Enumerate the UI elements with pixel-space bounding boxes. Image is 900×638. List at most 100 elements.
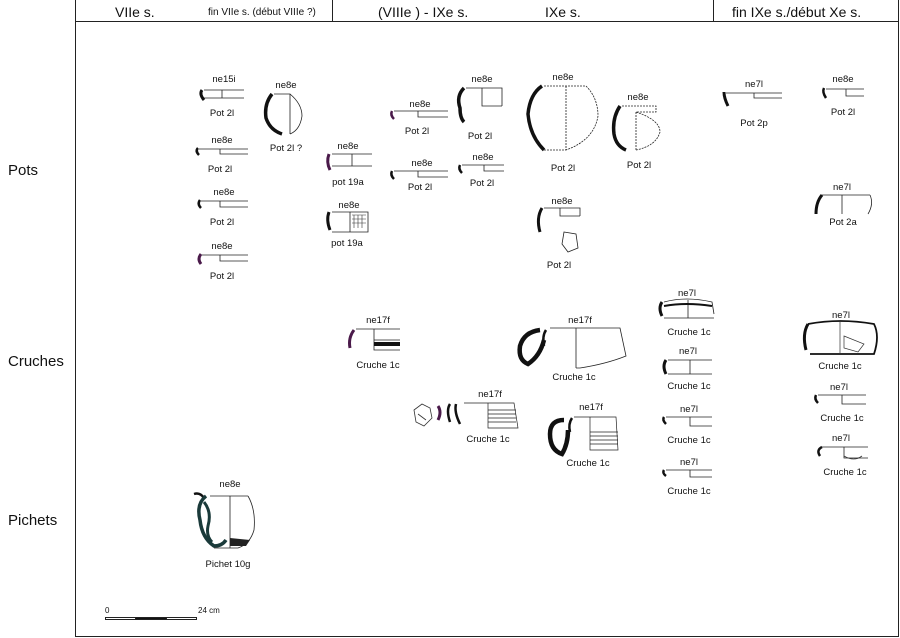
header-col-9th-10th: fin IXe s./début Xe s. xyxy=(732,4,862,20)
item-code: ne8e xyxy=(832,74,854,85)
jug-rim-profile xyxy=(817,445,868,460)
item-label: Pot 2a xyxy=(829,217,857,228)
item-label: Cruche 1c xyxy=(820,413,864,424)
item-code: ne7l xyxy=(832,433,850,444)
item-code: ne8e xyxy=(211,241,233,252)
jug-body-profile xyxy=(802,320,878,355)
item-code: ne8e xyxy=(219,479,241,490)
item-code: ne7l xyxy=(833,182,851,193)
item-label: Pot 2l xyxy=(404,126,430,137)
item-label: Pot 2l xyxy=(209,217,235,228)
header-separator xyxy=(332,0,333,22)
item-label: Cruche 1c xyxy=(818,361,862,372)
item-code: ne7l xyxy=(679,346,697,357)
header-col-7th: VIIe s. xyxy=(115,4,155,20)
header-separator xyxy=(713,0,714,22)
header-col-7th-late: fin VIIe s. (début VIIIe ?) xyxy=(208,7,316,18)
item-label: Pichet 10g xyxy=(205,559,251,570)
row-label-pichets: Pichets xyxy=(8,512,58,529)
item-label: Pot 2p xyxy=(740,118,768,129)
scale-bar xyxy=(105,617,197,621)
header-bar xyxy=(75,0,899,22)
item-label: Cruche 1c xyxy=(566,458,610,469)
item-code: ne7l xyxy=(830,382,848,393)
item-code: ne8e xyxy=(211,135,233,146)
jug-rim-profile xyxy=(348,328,400,351)
jug-rim-profile xyxy=(662,469,712,478)
item-code: ne8e xyxy=(627,92,649,103)
item-label: Cruche 1c xyxy=(667,381,711,392)
jug-rim-profile xyxy=(658,298,715,319)
pot-rim-profile xyxy=(197,253,248,265)
pot-rim-profile xyxy=(822,87,864,99)
item-label: pot 19a xyxy=(331,238,363,249)
pitcher-profile xyxy=(193,492,255,549)
jug-fragments-profile xyxy=(413,402,519,429)
item-code: ne7l xyxy=(745,79,763,90)
pot-profile xyxy=(263,92,303,136)
pot-rim-profile xyxy=(197,199,248,209)
pot-rim-profile xyxy=(722,91,782,107)
item-label: Pot 2l ? xyxy=(269,143,303,154)
item-code: ne17f xyxy=(568,315,592,326)
item-label: Cruche 1c xyxy=(667,486,711,497)
pot-rim-profile xyxy=(195,147,248,156)
item-label: Pot 2l xyxy=(546,260,572,271)
item-label: Cruche 1c xyxy=(466,434,510,445)
item-label: Pot 2l xyxy=(209,108,235,119)
item-label: Cruche 1c xyxy=(667,435,711,446)
item-code: ne7l xyxy=(680,404,698,415)
pot-fragment-profile xyxy=(536,207,581,253)
row-label-pots: Pots xyxy=(8,162,39,179)
pot-decorated-profile xyxy=(326,211,369,233)
pot-rim-profile xyxy=(458,164,504,174)
item-label: Pot 2l xyxy=(467,131,493,142)
item-label: Cruche 1c xyxy=(356,360,400,371)
item-code: ne17f xyxy=(366,315,390,326)
item-label: Cruche 1c xyxy=(823,467,867,478)
scale-end-label: 24 cm xyxy=(198,606,220,615)
pot-rim-profile xyxy=(326,153,372,171)
item-code: ne7l xyxy=(678,288,696,299)
item-code: ne8e xyxy=(337,141,359,152)
jug-rim-profile xyxy=(814,394,866,405)
jug-rim-profile xyxy=(662,416,712,427)
item-label: Pot 2l xyxy=(207,164,233,175)
item-code: ne8e xyxy=(471,74,493,85)
item-label: pot 19a xyxy=(332,177,364,188)
item-label: Pot 2l xyxy=(550,163,576,174)
item-label: Pot 2l xyxy=(209,271,235,282)
item-label: Pot 2l xyxy=(469,178,495,189)
item-label: Cruche 1c xyxy=(552,372,596,383)
pot-large-profile xyxy=(526,84,599,152)
item-code: ne8e xyxy=(472,152,494,163)
item-label: Pot 2l xyxy=(830,107,856,118)
item-label: Pot 2l xyxy=(626,160,652,171)
item-code: ne17f xyxy=(579,402,603,413)
item-code: ne8e xyxy=(409,99,431,110)
item-code: ne8e xyxy=(213,187,235,198)
pot-rim-profile xyxy=(199,89,244,101)
pot-rim-profile xyxy=(390,170,448,180)
pot-rim-profile xyxy=(390,110,448,120)
item-label: Pot 2l xyxy=(407,182,433,193)
pot-profile xyxy=(611,105,661,152)
item-code: ne7l xyxy=(832,310,850,321)
item-code: ne17f xyxy=(478,389,502,400)
jug-rim-profile xyxy=(662,359,712,375)
table-frame xyxy=(75,0,899,637)
item-label: Cruche 1c xyxy=(667,327,711,338)
pot-profile xyxy=(456,86,503,124)
scale-start-label: 0 xyxy=(105,606,110,615)
pot-profile xyxy=(814,194,872,215)
item-code: ne15i xyxy=(212,74,236,85)
item-code: ne8e xyxy=(275,80,297,91)
row-label-cruches: Cruches xyxy=(8,353,64,370)
header-col-9th: IXe s. xyxy=(545,4,581,20)
jug-handle-profile xyxy=(547,416,619,457)
header-col-8th-9th: (VIIIe ) - IXe s. xyxy=(378,4,469,20)
jug-handle-profile xyxy=(517,327,627,369)
item-code: ne8e xyxy=(338,200,360,211)
item-code: ne8e xyxy=(552,72,574,83)
item-code: ne8e xyxy=(411,158,433,169)
